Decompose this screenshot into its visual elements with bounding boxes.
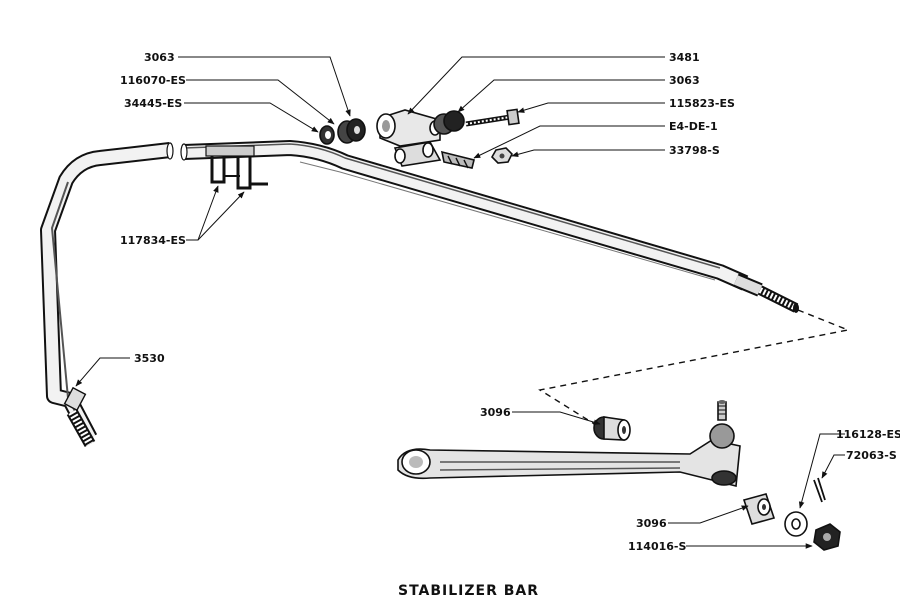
leader-lines [75, 56, 845, 549]
label-115823-es: 115823-ES [669, 97, 735, 110]
bracket-3481 [376, 109, 442, 167]
bushing-3096-upper [593, 416, 631, 441]
label-72063-s: 72063-S [846, 449, 897, 462]
label-3096-upper: 3096 [480, 406, 511, 419]
bushing-3063-right [433, 110, 465, 135]
assembly-dashed-line [538, 309, 851, 441]
bar-right-threaded-end [733, 273, 799, 313]
cotter-pin-72063-s [813, 477, 826, 503]
mount-hardware-upper [319, 108, 520, 169]
label-3481: 3481 [669, 51, 700, 64]
label-e4-de-1: E4-DE-1 [669, 120, 718, 133]
label-34445-es: 34445-ES [124, 97, 182, 110]
label-3063-right: 3063 [669, 74, 700, 87]
label-117834-es: 117834-ES [120, 234, 186, 247]
stabilizer-bar [40, 140, 799, 447]
label-116128-es: 116128-ES [836, 428, 900, 441]
washer-116128-es [784, 511, 808, 537]
castle-nut-114016-s [813, 523, 841, 551]
ball-joint-stud [709, 400, 737, 486]
washer-34445-es [319, 125, 335, 145]
bar-left-threaded-end [63, 386, 96, 447]
label-3063-top-left: 3063 [144, 51, 175, 64]
label-116070-es: 116070-ES [120, 74, 186, 87]
label-3530: 3530 [134, 352, 165, 365]
bushing-3096-lower [742, 493, 776, 525]
clip-e4-de-1 [440, 150, 475, 169]
bolt-115823-es [465, 108, 520, 127]
nut-33798-s [491, 147, 513, 164]
label-33798-s: 33798-S [669, 144, 720, 157]
label-3096-lower: 3096 [636, 517, 667, 530]
u-bolt-clamps [205, 145, 268, 190]
stabilizer-link [397, 400, 841, 551]
label-114016-s: 114016-S [628, 540, 686, 553]
bushing-3063-left [337, 118, 366, 144]
diagram-title: STABILIZER BAR [398, 583, 539, 599]
